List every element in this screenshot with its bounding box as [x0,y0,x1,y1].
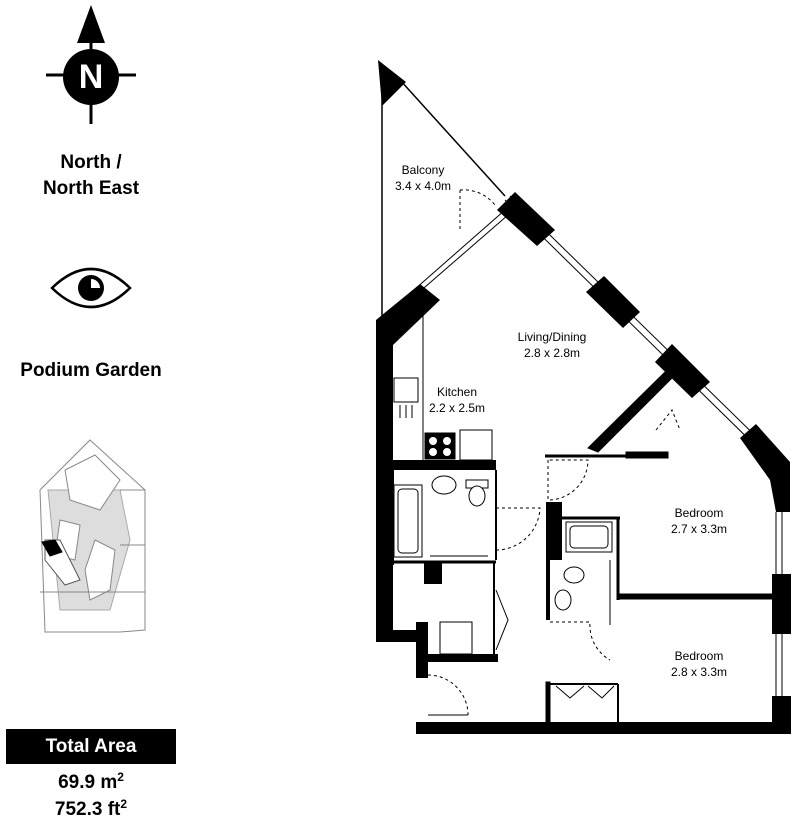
room-size: 2.2 x 2.5m [428,401,486,415]
room-name: Living/Dining [517,330,587,344]
room-balcony: Balcony 3.4 x 4.0m [378,162,468,194]
room-kitchen: Kitchen 2.2 x 2.5m [412,384,502,416]
area-metric-value: 69.9 m [58,772,118,793]
room-name: Bedroom [674,649,724,663]
room-living-dining: Living/Dining 2.8 x 2.8m [502,329,602,361]
orientation-label: North / North East [0,150,182,202]
room-size: 2.8 x 2.8m [523,346,581,360]
room-bedroom-1: Bedroom 2.7 x 3.3m [654,505,744,537]
area-metric-sup: 2 [117,770,124,784]
area-metric: 69.9 m2 [0,770,182,794]
site-keyplan-icon [39,439,146,633]
north-compass-icon [46,5,136,124]
orientation-line1: North / [60,152,122,173]
bathroom-upper [388,460,541,565]
area-imperial: 752.3 ft2 [0,797,182,821]
eye-icon [50,267,132,309]
bedroom-partition [545,593,775,727]
room-bedroom-2: Bedroom 2.8 x 3.3m [654,648,744,680]
area-imperial-value: 752.3 ft [54,799,121,820]
room-name: Balcony [401,163,445,177]
total-area-banner: Total Area [6,729,176,764]
room-name: Bedroom [674,506,724,520]
exterior-walls [376,192,791,734]
room-size: 3.4 x 4.0m [394,179,452,193]
compass-label: N [78,58,104,96]
room-name: Kitchen [436,385,478,399]
room-size: 2.7 x 3.3m [670,522,728,536]
orientation-line2: North East [42,178,140,199]
bedroom1-walls [545,371,681,501]
bathroom-lower [546,502,620,661]
area-imperial-sup: 2 [120,797,128,811]
kitchen-fixtures [393,316,493,461]
utility-room [424,562,509,662]
room-size: 2.8 x 3.3m [670,665,728,679]
view-label: Podium Garden [20,360,162,381]
